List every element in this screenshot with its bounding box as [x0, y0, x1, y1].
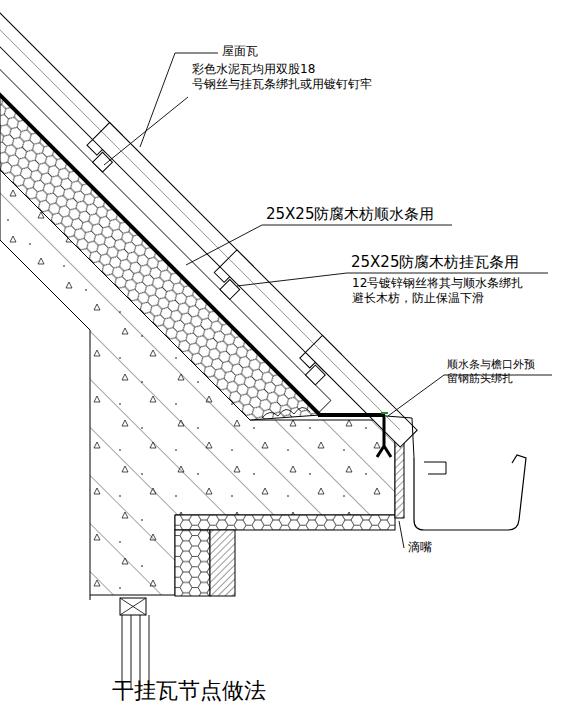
- callout-note: 滴嘴: [408, 540, 458, 555]
- callout-note: 彩色水泥瓦均用双股18 号钢丝与挂瓦条绑扎或用镀钉钉牢: [192, 62, 407, 92]
- callout-note: 顺水条与檐口外预 留钢筋头绑扎: [447, 358, 565, 386]
- callout-note: 屋面瓦: [222, 44, 312, 59]
- callout-note: 25X25防腐木枋顺水条用: [266, 205, 506, 224]
- callout-note: 12号镀锌钢丝将其与顺水条绑扎 避长木枋，防止保温下滑: [352, 276, 557, 306]
- callout-note: 25X25防腐木枋挂瓦条用: [351, 253, 566, 272]
- drawing-caption: 干挂瓦节点做法: [112, 678, 266, 704]
